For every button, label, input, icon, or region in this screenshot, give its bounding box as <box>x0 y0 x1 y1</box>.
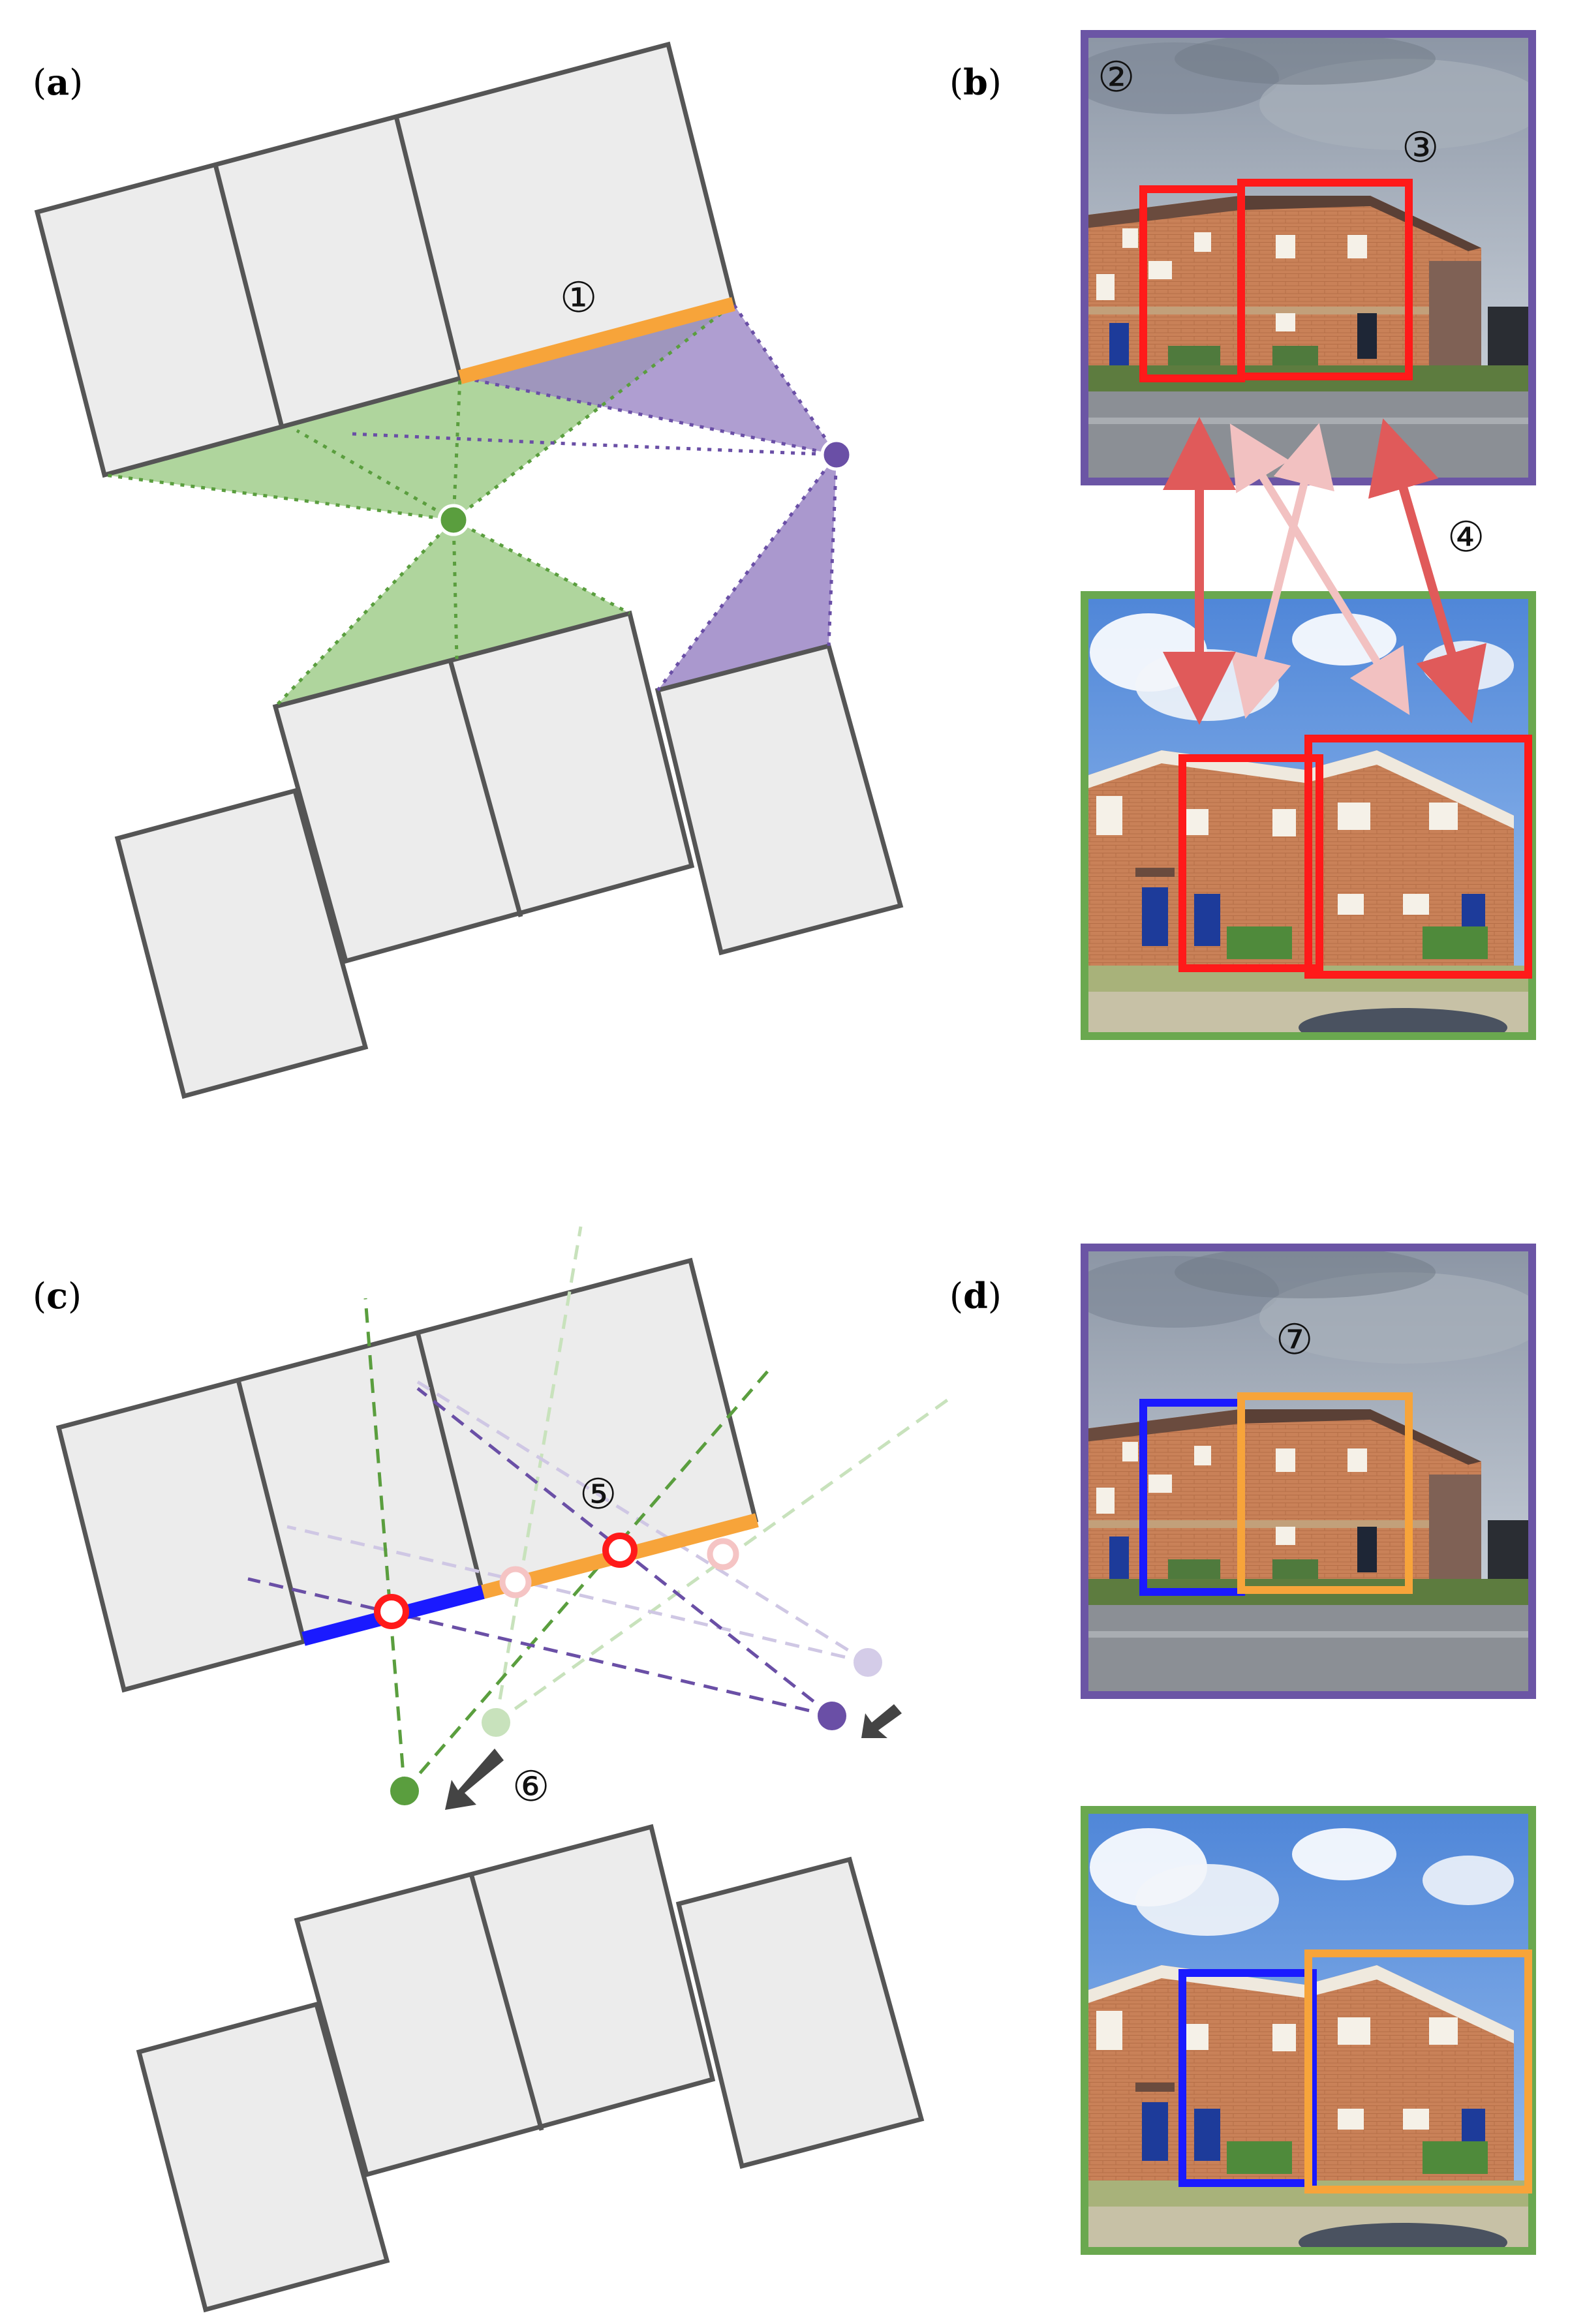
camera-purple-icon <box>854 1648 882 1677</box>
camera-green-icon <box>482 1708 510 1737</box>
camera-purple-icon <box>818 1702 846 1730</box>
marker-1: ① <box>560 274 597 322</box>
detection-box-right-bottom <box>1304 735 1532 979</box>
purple-camera-fov-top <box>460 304 837 455</box>
purple-camera-rays <box>352 303 839 692</box>
camera-purple-icon <box>820 438 853 471</box>
green-camera-rays <box>104 303 735 708</box>
green-camera-fov-bottom <box>275 520 630 707</box>
lower-building-right <box>675 1856 925 2169</box>
lower-building-left <box>114 787 369 1099</box>
marker-7: ⑦ <box>1276 1316 1313 1364</box>
matched-box-orange-bottom <box>1304 1949 1532 2194</box>
move-arrow-icon <box>861 1704 902 1738</box>
street-view-photo-purple <box>1085 1247 1532 1695</box>
detection-box-right-top <box>1237 179 1413 380</box>
intersection-ring-icon <box>707 1538 739 1570</box>
target-facade-segment <box>458 297 735 384</box>
lower-building-right <box>654 643 904 956</box>
match-arrows <box>1163 417 1487 725</box>
matched-box-orange-top <box>1237 1392 1413 1594</box>
panel-label-c: (c) <box>33 1275 82 1317</box>
move-arrow-icon <box>445 1749 504 1810</box>
marker-2: ② <box>1098 54 1135 102</box>
lower-building-left <box>136 2001 390 2313</box>
camera-green-icon <box>390 1777 419 1805</box>
upper-building-block <box>55 1257 759 1693</box>
street-view-photo-purple <box>1085 34 1532 482</box>
panel-label-b: (b) <box>949 61 1002 103</box>
marker-6: ⑥ <box>512 1763 549 1811</box>
panel-label-d: (d) <box>949 1275 1002 1317</box>
photo-frame-purple <box>1081 1244 1536 1699</box>
camera-green-icon <box>437 504 470 536</box>
marker-3: ③ <box>1402 124 1439 172</box>
panel-label-a: (a) <box>33 61 83 103</box>
panel-c: ⑥ ⑤ <box>55 1226 954 2313</box>
panel-b: ② ③ <box>1081 30 1536 1040</box>
intersection-ring-icon <box>374 1594 409 1629</box>
marker-4: ④ <box>1447 513 1485 562</box>
matched-box-blue-bottom <box>1178 1969 1317 2187</box>
intersection-ring-icon <box>602 1533 638 1568</box>
panel-a: ① <box>34 41 904 1099</box>
detection-box-left-bottom <box>1178 754 1323 972</box>
panel-d: ⑦ <box>1081 1244 1536 2255</box>
intersection-ring-icon <box>499 1566 532 1598</box>
green-camera-fov-left <box>104 377 460 520</box>
marker-5: ⑤ <box>579 1471 617 1519</box>
